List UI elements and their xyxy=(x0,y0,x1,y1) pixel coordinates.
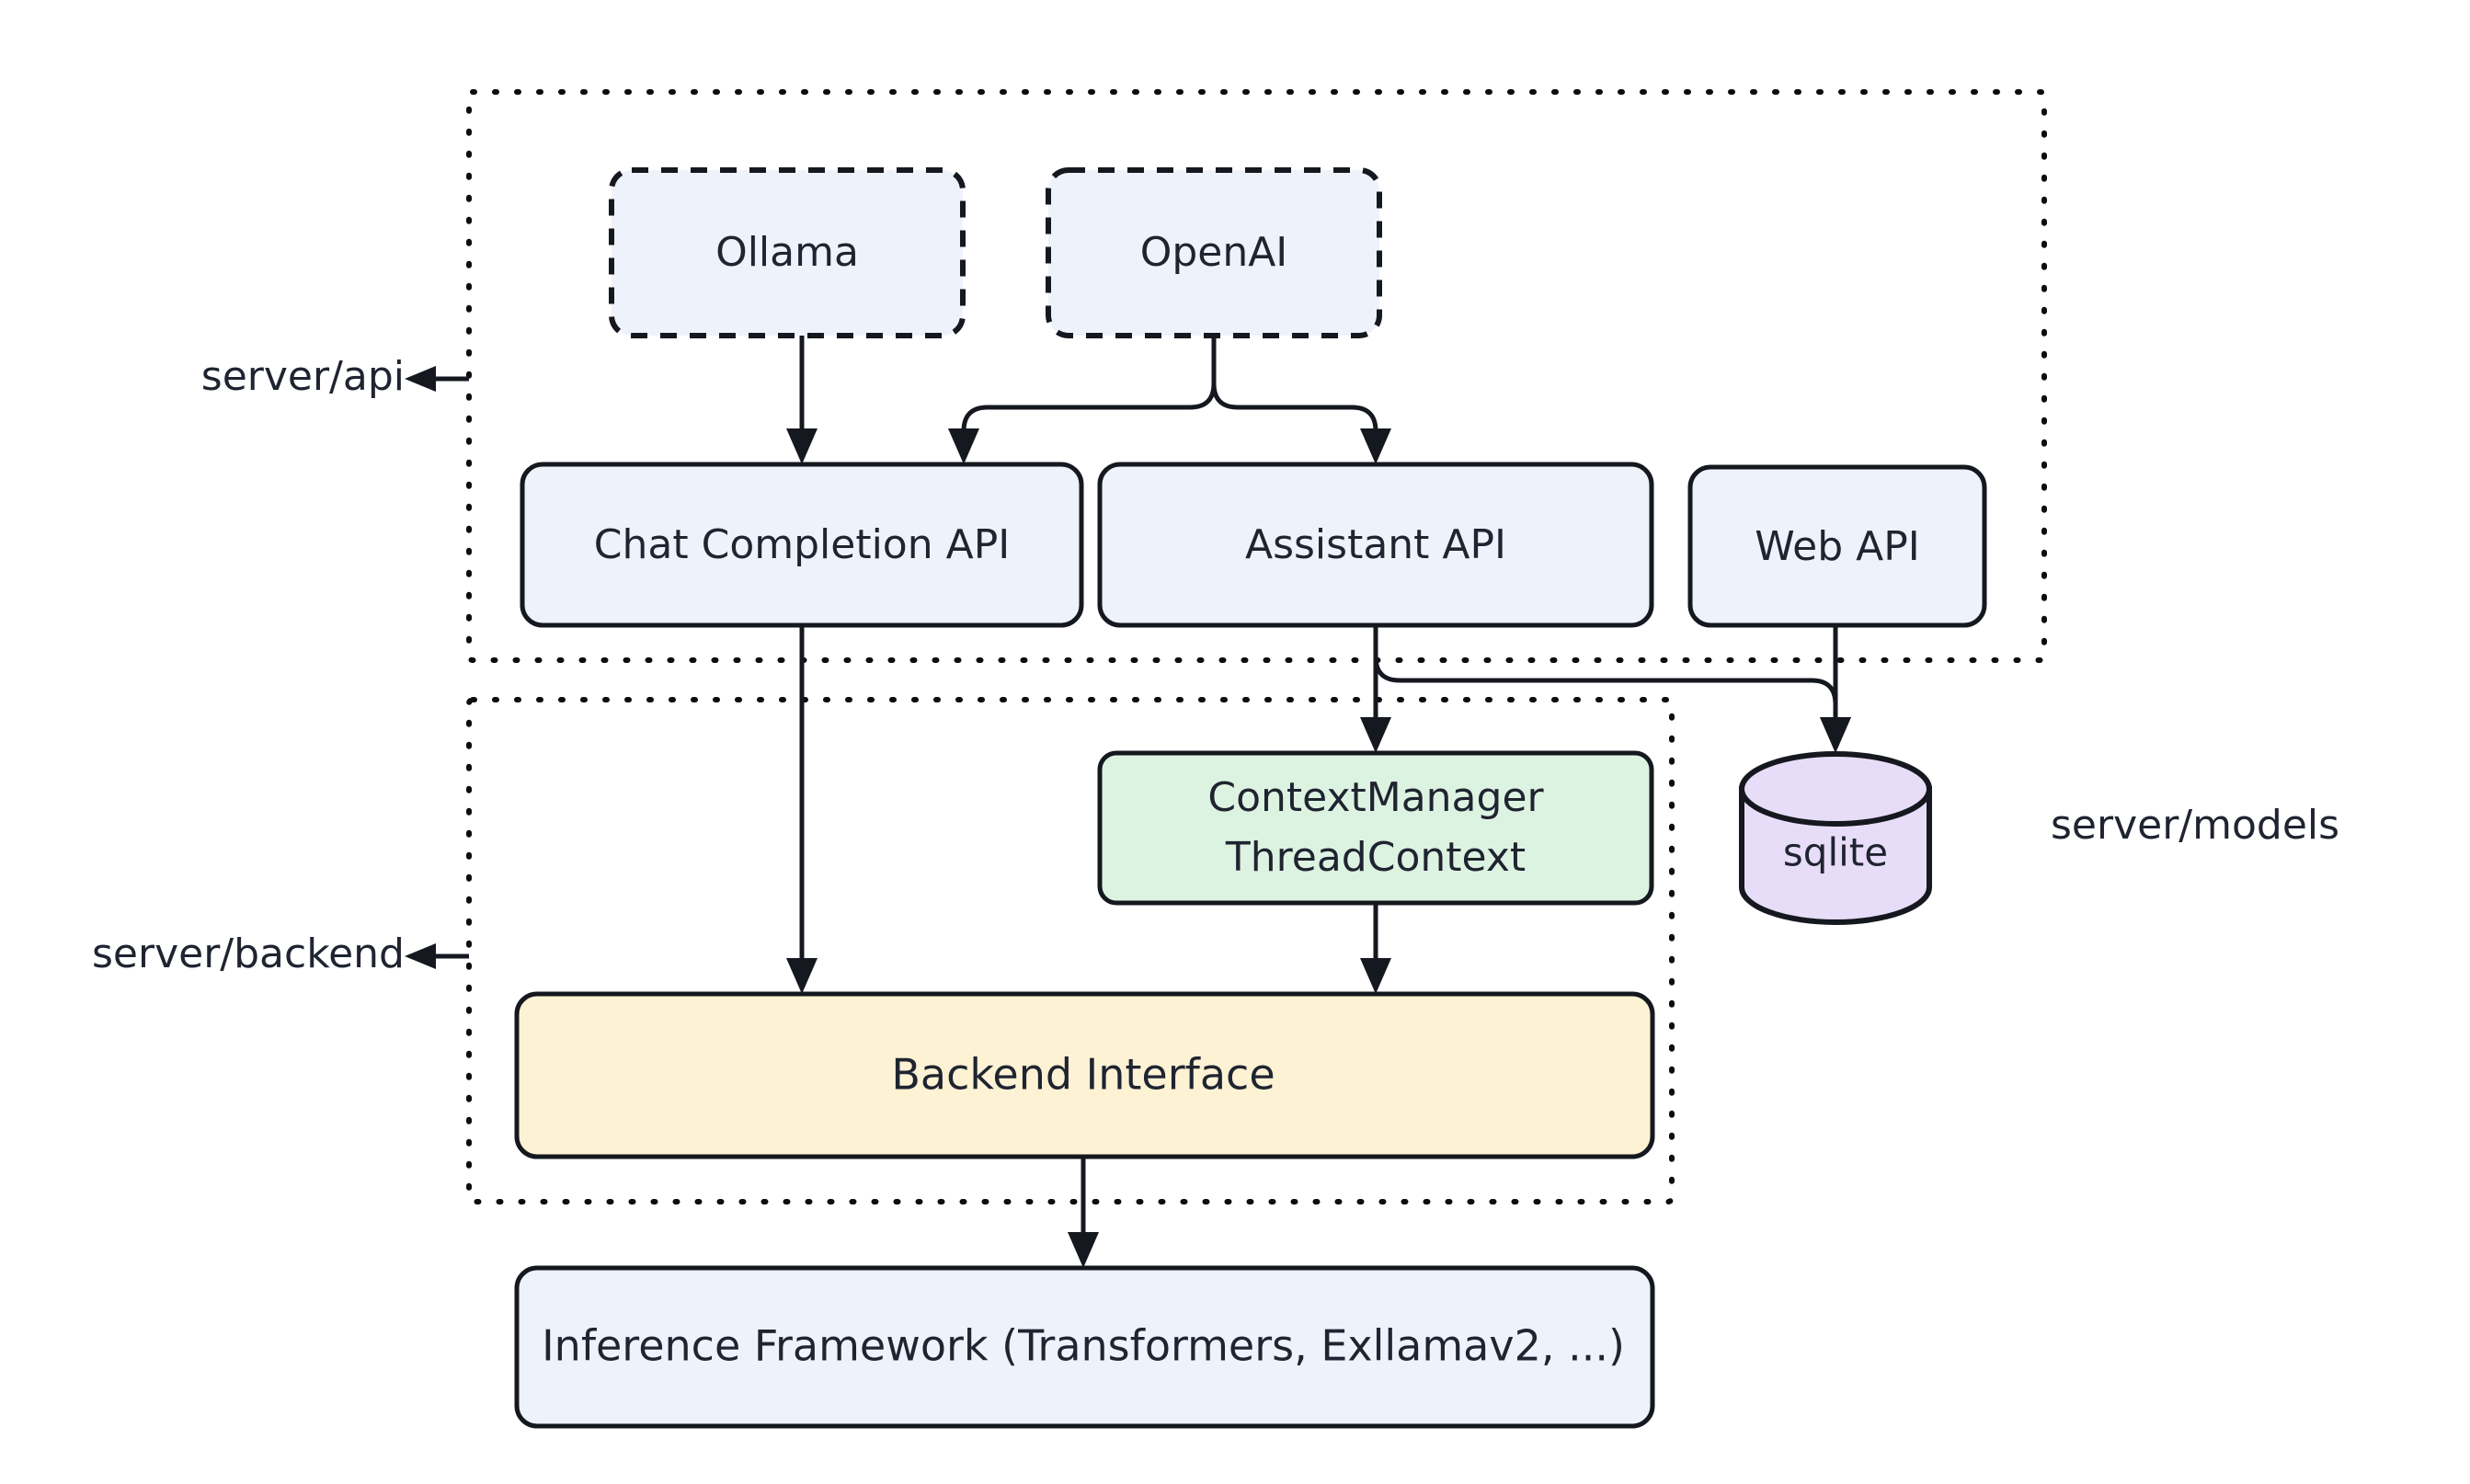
node-inference-framework[interactable]: Inference Framework (Transformers, Exlla… xyxy=(514,1265,1655,1429)
node-context-manager[interactable]: ContextManager ThreadContext xyxy=(1097,750,1654,906)
node-context-manager-shape[interactable] xyxy=(1097,750,1654,906)
edge-web-api-to-sqlite xyxy=(1820,625,1851,753)
node-web-api-label: Web API xyxy=(1755,523,1920,570)
node-sqlite-body[interactable] xyxy=(1739,786,1932,925)
node-context-manager-label-line1: ContextManager xyxy=(1207,774,1544,821)
edge-assistant-api-to-sqlite xyxy=(1373,625,1851,753)
node-sqlite-top[interactable] xyxy=(1739,751,1932,827)
node-assistant-api[interactable]: Assistant API xyxy=(1097,462,1654,628)
group-label-server-models: server/models xyxy=(2051,802,2339,849)
edge-chat-completion-api-to-backend-interface xyxy=(786,625,818,994)
node-assistant-api-shape[interactable] xyxy=(1097,462,1654,628)
node-openai-label: OpenAI xyxy=(1140,229,1288,276)
node-chat-completion-api[interactable]: Chat Completion API xyxy=(520,462,1084,628)
node-openai[interactable]: OpenAI xyxy=(1046,167,1382,338)
node-openai-shape[interactable] xyxy=(1046,167,1382,338)
node-ollama-label: Ollama xyxy=(715,229,859,276)
node-ollama-shape[interactable] xyxy=(609,167,966,338)
node-backend-interface-label: Backend Interface xyxy=(891,1050,1275,1100)
edge-backend-interface-to-inference-framework xyxy=(1068,1157,1099,1268)
node-sqlite[interactable]: sqlite xyxy=(1739,751,1932,925)
group-label-server-backend: server/backend xyxy=(92,930,469,977)
node-backend-interface[interactable]: Backend Interface xyxy=(514,991,1655,1159)
node-ollama[interactable]: Ollama xyxy=(609,167,966,338)
node-inference-framework-label: Inference Framework (Transformers, Exlla… xyxy=(542,1321,1625,1371)
edge-openai-fork xyxy=(948,336,1391,464)
node-chat-completion-api-label: Chat Completion API xyxy=(594,521,1010,568)
node-web-api[interactable]: Web API xyxy=(1687,464,1987,628)
node-inference-framework-shape[interactable] xyxy=(514,1265,1655,1429)
node-context-manager-label-line2: ThreadContext xyxy=(1225,834,1526,881)
edge-ollama-to-chat-completion-api xyxy=(786,336,818,464)
edge-context-manager-to-backend-interface xyxy=(1360,903,1391,994)
node-web-api-shape[interactable] xyxy=(1687,464,1987,628)
group-container-server-api xyxy=(466,89,2047,663)
group-label-server-api: server/api xyxy=(201,353,469,400)
node-backend-interface-shape[interactable] xyxy=(514,991,1655,1159)
node-assistant-api-label: Assistant API xyxy=(1245,521,1506,568)
node-chat-completion-api-shape[interactable] xyxy=(520,462,1084,628)
group-label-server-api-text: server/api xyxy=(201,353,405,400)
group-container-server-backend xyxy=(466,697,1675,1204)
group-label-server-backend-text: server/backend xyxy=(92,930,405,977)
node-sqlite-label: sqlite xyxy=(1783,830,1888,875)
